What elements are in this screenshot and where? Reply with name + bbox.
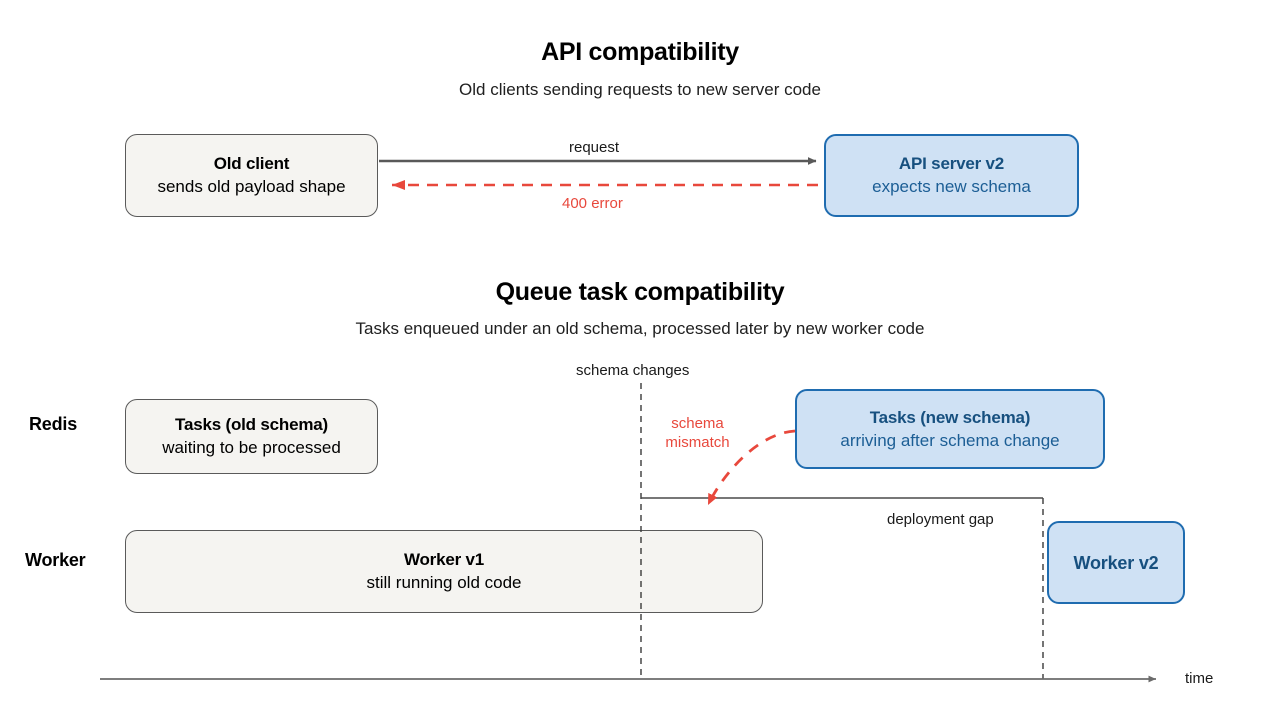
section-title-api: API compatibility [541, 38, 739, 66]
node-api-server-v2-title: API server v2 [898, 154, 1005, 173]
node-old-client-title: Old client [213, 154, 290, 173]
node-tasks-old-schema[interactable]: Tasks (old schema) waiting to be process… [125, 399, 378, 474]
node-tasks-new-schema[interactable]: Tasks (new schema) arriving after schema… [795, 389, 1105, 469]
marker-label-schema-mismatch-line1: schema [671, 415, 724, 432]
node-tasks-old-schema-subtitle: waiting to be processed [162, 438, 341, 457]
node-tasks-new-schema-subtitle: arriving after schema change [840, 430, 1060, 450]
section-title-queue: Queue task compatibility [495, 278, 785, 306]
marker-label-schema-changes: schema changes [576, 362, 690, 379]
node-api-server-v2[interactable]: API server v2 expects new schema [824, 134, 1079, 217]
edge-label-request: request [569, 139, 620, 156]
node-old-client[interactable]: Old client sends old payload shape [125, 134, 378, 217]
node-old-client-subtitle: sends old payload shape [157, 177, 346, 196]
marker-label-deployment-gap: deployment gap [887, 511, 994, 528]
node-worker-v2-title: Worker v2 [1073, 552, 1159, 573]
node-worker-v1-title: Worker v1 [403, 550, 485, 569]
axis-label-time: time [1185, 670, 1214, 687]
node-worker-v1-subtitle: still running old code [366, 573, 522, 592]
marker-label-schema-mismatch-line2: mismatch [665, 434, 730, 451]
row-label-redis: Redis [29, 414, 78, 434]
row-label-worker: Worker [25, 550, 86, 570]
node-worker-v2[interactable]: Worker v2 [1047, 521, 1185, 604]
edge-label-400-error: 400 error [562, 195, 623, 212]
node-api-server-v2-subtitle: expects new schema [872, 177, 1031, 196]
section-subtitle-api: Old clients sending requests to new serv… [459, 80, 821, 99]
node-tasks-new-schema-title: Tasks (new schema) [869, 407, 1031, 427]
node-tasks-old-schema-title: Tasks (old schema) [175, 415, 328, 434]
node-worker-v1[interactable]: Worker v1 still running old code [125, 530, 763, 613]
section-subtitle-queue: Tasks enqueued under an old schema, proc… [355, 319, 925, 338]
